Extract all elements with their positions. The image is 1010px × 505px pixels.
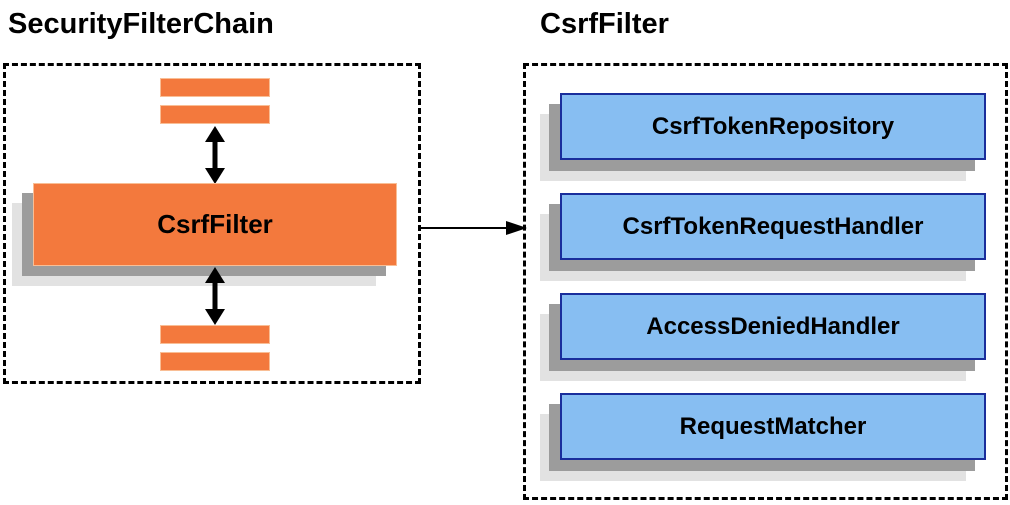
component-label: CsrfTokenRepository	[651, 112, 895, 140]
component-label: RequestMatcher	[679, 412, 867, 440]
csrf-filter-title: CsrfFilter	[540, 8, 669, 40]
csrf-token-repository-box: CsrfTokenRepository	[560, 93, 986, 160]
csrf-filter-box-label: CsrfFilter	[157, 209, 273, 239]
csrf-filter-components-panel: CsrfTokenRepository CsrfTokenRequestHand…	[523, 63, 1008, 500]
request-matcher-box: RequestMatcher	[560, 393, 986, 460]
security-filter-chain-panel: CsrfFilter	[3, 63, 421, 384]
double-arrow-icon	[205, 126, 225, 184]
component-label: AccessDeniedHandler	[646, 312, 900, 340]
double-arrow-icon	[205, 267, 225, 325]
csrf-token-request-handler-box: CsrfTokenRequestHandler	[560, 193, 986, 260]
security-filter-chain-title: SecurityFilterChain	[8, 8, 274, 40]
flow-arrow-icon	[421, 221, 527, 235]
access-denied-handler-box: AccessDeniedHandler	[560, 293, 986, 360]
filter-placeholder-bar	[160, 78, 270, 97]
component-label: CsrfTokenRequestHandler	[622, 212, 924, 240]
filter-placeholder-bar	[160, 105, 270, 124]
filter-placeholder-bar	[160, 325, 270, 344]
filter-placeholder-bar	[160, 352, 270, 371]
csrf-filter-box: CsrfFilter	[33, 183, 397, 266]
